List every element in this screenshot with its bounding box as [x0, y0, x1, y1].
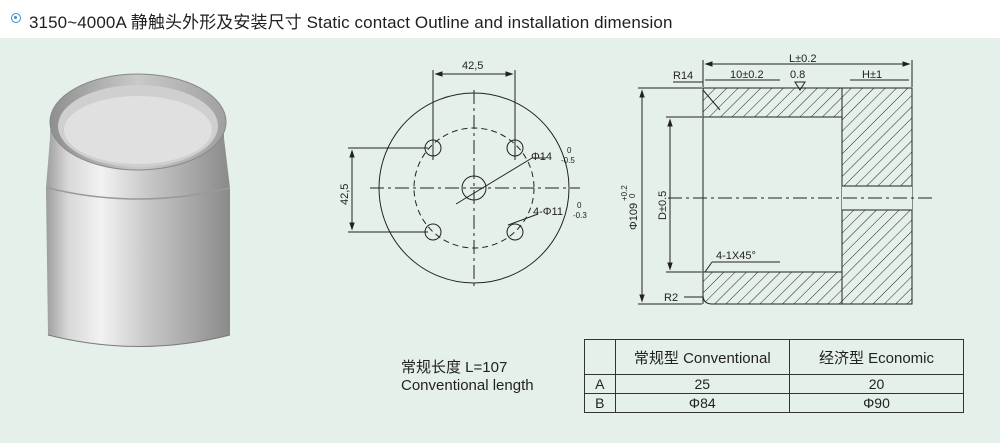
table-cell: 20 — [788, 374, 965, 394]
page-header: 3150~4000A 静触头外形及安装尺寸 Static contact Out… — [0, 0, 1000, 38]
radius-top-label: R14 — [673, 70, 693, 82]
bullet-circle-icon — [11, 13, 21, 23]
h-dim-label: H±1 — [862, 69, 882, 81]
table-header-blank — [584, 339, 616, 375]
static-contact-photo — [46, 73, 231, 347]
inner-dia-label: D±0.5 — [657, 191, 669, 220]
page-title: 3150~4000A 静触头外形及安装尺寸 Static contact Out… — [29, 13, 673, 32]
chamfer-top-label: 0.8 — [790, 69, 805, 81]
section-view — [638, 60, 935, 305]
outer-dia-tol-lower: 0 — [628, 193, 637, 198]
holes-tol-upper: 0 — [577, 201, 582, 210]
table-cell: Φ90 — [788, 393, 965, 413]
table-cell: A — [584, 374, 616, 394]
table-row: A 25 20 — [584, 374, 965, 394]
table-cell: 25 — [614, 374, 790, 394]
holes-tol-lower: -0.3 — [573, 211, 587, 220]
length-label: L±0.2 — [789, 53, 816, 65]
radius-bottom-label: R2 — [664, 292, 678, 304]
dimension-table: 常规型 Conventional 经济型 Economic A 25 20 B … — [584, 339, 965, 413]
table-header-economic: 经济型 Economic — [788, 339, 965, 375]
table-header-conventional: 常规型 Conventional — [614, 339, 790, 375]
length-note-cn: 常规长度 L=107 — [401, 359, 508, 376]
dim-top-label: 42,5 — [462, 60, 483, 72]
table-row: B Φ84 Φ90 — [584, 393, 965, 413]
table-cell: Φ84 — [614, 393, 790, 413]
length-note-en: Conventional length — [401, 377, 534, 394]
chamfer-label: 4-1X45° — [716, 250, 756, 262]
hole-center-label: Φ14 — [531, 151, 552, 163]
dim-left-label: 42,5 — [339, 184, 351, 205]
outer-dia-tol-upper: +0.2 — [620, 185, 629, 201]
hole-center-tol-lower: -0.5 — [561, 156, 575, 165]
outer-dia-label: Φ109 — [628, 203, 640, 230]
hole-center-tol-upper: 0 — [567, 146, 572, 155]
holes-label: 4-Φ11 — [533, 206, 563, 218]
table-header-row: 常规型 Conventional 经济型 Economic — [584, 339, 965, 375]
table-cell: B — [584, 393, 616, 413]
wall-label: 10±0.2 — [730, 69, 764, 81]
front-view — [348, 70, 580, 290]
